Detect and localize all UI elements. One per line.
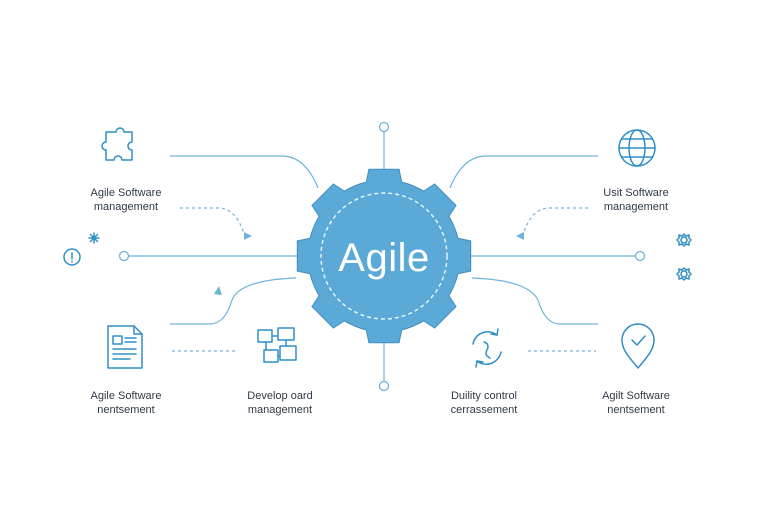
gear-inner-dashed-ring [320,192,448,320]
location-pin-icon [621,323,655,369]
small-gear-icon [676,267,692,281]
globe-icon [618,129,656,167]
arrowhead-lower-left [214,286,222,295]
node-label-line1: Duility control [450,390,518,402]
left-dot [118,250,130,262]
lower-right-curve [471,277,598,325]
node-label-line2: nentsement [97,404,155,416]
lower-left-curve [170,277,297,325]
end-dots [118,121,646,392]
small-gear-icon [676,233,692,247]
node-label-line1: Usit Software [603,187,669,199]
node-label-line2: management [247,404,313,416]
sparkle-icon [88,232,100,244]
bottom-dot [378,380,390,392]
info-icon [63,248,81,266]
connector-markers [214,232,524,295]
node-label-line1: Agilt Software [602,390,670,402]
upper-left-curve [170,155,319,189]
node-label-top-left: Agile Software management [66,186,186,214]
node-label-line2: cerrassement [450,404,518,416]
upper-right-curve [449,155,598,189]
node-label-top-right: Usit Software management [576,186,696,214]
node-label-line1: Develop oard [247,390,313,402]
node-label-line2: management [603,201,669,213]
workflow-icon [257,327,297,363]
node-label-line2: management [93,201,159,213]
arrowhead-right [516,232,524,240]
document-icon [107,325,143,369]
node-label-bottom-left: Agile Software nentsement [66,389,186,417]
top-dot [378,121,390,133]
node-label-bottom-center-left: Develop oard management [220,389,340,417]
node-label-line1: Agile Software [90,390,162,402]
gear-shape [296,168,472,344]
center-label: Agile [338,235,430,280]
node-label-line1: Agile Software [90,187,162,199]
node-label-bottom-center-right: Duility control cerrassement [424,389,544,417]
right-dot [634,250,646,262]
node-label-bottom-right: Agilt Software nentsement [576,389,696,417]
refresh-cycle-icon [472,328,502,368]
arrowhead-left [244,232,252,240]
node-label-line2: nentsement [607,404,665,416]
left-dashed-curve [180,207,251,237]
connector-lines [128,132,636,382]
central-gear [296,168,472,344]
right-dashed-curve [517,207,588,237]
puzzle-icon [101,127,133,161]
